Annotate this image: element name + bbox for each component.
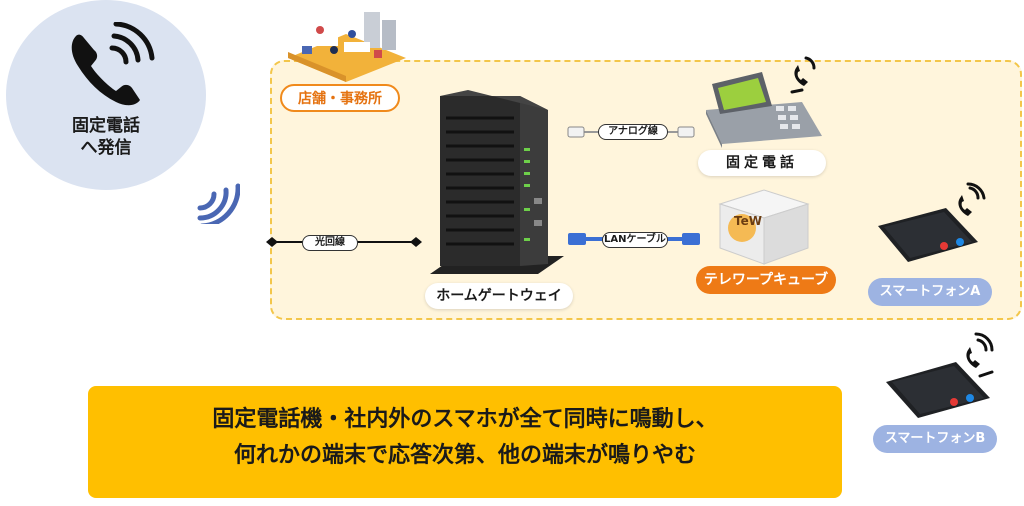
smartphone-b-ringing-icon [966, 332, 994, 378]
message-text: 固定電話機・社内外のスマホが全て同時に鳴動し、 何れかの端末で応答次第、他の端末… [98, 402, 832, 474]
analog-cable-label: アナログ線 [598, 124, 668, 140]
lan-cable-label: LANケーブル [602, 232, 668, 248]
call-label-line1: 固定電話 [72, 116, 140, 136]
home-gateway-label: ホームゲートウェイ [425, 283, 573, 309]
signal-waves-icon [197, 183, 240, 224]
telework-cube-device [718, 189, 810, 265]
telework-cube-logo: TeW [734, 214, 762, 228]
landline-ringing-icon [790, 56, 816, 94]
office-badge: 店舗・事務所 [280, 84, 400, 112]
smartphone-a-ringing-icon [958, 182, 986, 216]
telework-cube-label: テレワープキューブ [696, 266, 836, 294]
landline-phone-label: 固定電話 [698, 150, 826, 176]
smartphone-a-label: スマートフォンA [868, 278, 992, 306]
call-label: 固定電話 へ発信 [40, 115, 172, 159]
message-line1: 固定電話機・社内外のスマホが全て同時に鳴動し、 [212, 407, 718, 432]
landline-phone-device [706, 72, 822, 148]
call-label-line2: へ発信 [80, 138, 132, 158]
smartphone-a-device [878, 208, 978, 262]
office-illustration [288, 12, 406, 82]
phone-ringing-icon [71, 22, 155, 106]
smartphone-b-label: スマートフォンB [873, 425, 997, 453]
smartphone-b-device [886, 362, 990, 418]
message-line2: 何れかの端末で応答次第、他の端末が鳴りやむ [233, 443, 696, 468]
message-box [88, 386, 842, 498]
fiber-line-label: 光回線 [302, 235, 358, 251]
home-gateway-device [430, 90, 564, 274]
